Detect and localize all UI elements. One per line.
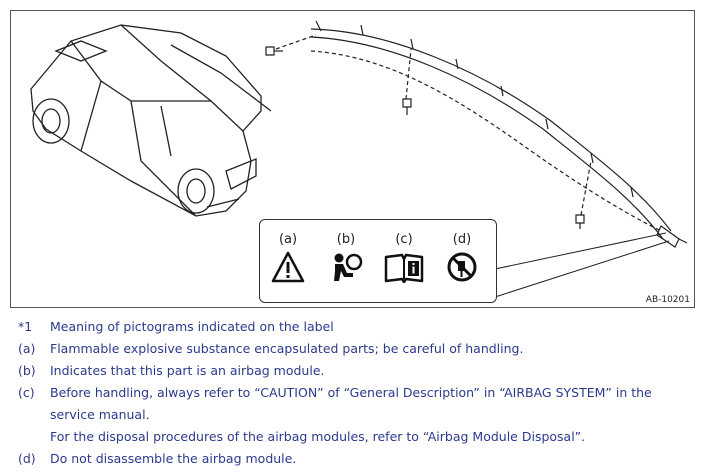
warning-triangle-icon <box>271 251 305 283</box>
note-row: (c) Before handling, always refer to “CA… <box>18 382 698 404</box>
note-text: Do not disassemble the airbag module. <box>50 451 297 466</box>
note-mark: (b) <box>18 363 36 378</box>
read-manual-icon <box>384 253 424 284</box>
note-row: *1 Meaning of pictograms indicated on th… <box>18 316 698 338</box>
note-mark: (a) <box>18 341 36 356</box>
airbag-figure: (a) (b) (c) <box>10 10 695 308</box>
do-not-disassemble-icon <box>447 252 477 282</box>
bolt-icons <box>265 46 585 229</box>
notes-list: *1 Meaning of pictograms indicated on th… <box>18 316 698 470</box>
note-row: For the disposal procedures of the airba… <box>18 426 698 448</box>
note-row: (d) Do not disassemble the airbag module… <box>18 448 698 470</box>
pictogram-label: (b) <box>336 232 356 247</box>
figure-id: AB-10201 <box>645 295 690 305</box>
airbag-module-icon <box>334 253 363 281</box>
note-mark: (c) <box>18 385 35 400</box>
pictogram-d: (d) <box>442 232 482 287</box>
pictogram-c: (c) <box>384 232 424 287</box>
note-text: For the disposal procedures of the airba… <box>50 429 586 444</box>
note-mark: *1 <box>18 319 33 334</box>
note-mark: (d) <box>18 451 36 466</box>
pictogram-legend: (a) (b) (c) <box>259 219 497 303</box>
pictogram-a: (a) <box>268 232 308 287</box>
note-text: Flammable explosive substance encapsulat… <box>50 341 524 356</box>
pictogram-label: (a) <box>278 232 298 247</box>
pictogram-b: (b) <box>326 232 366 287</box>
note-text: Indicates that this part is an airbag mo… <box>50 363 325 378</box>
curtain-airbag <box>275 20 688 248</box>
pictogram-label: (c) <box>395 232 413 247</box>
figure-drawing <box>30 20 688 298</box>
leader-lines <box>494 232 670 298</box>
note-row: service manual. <box>18 404 698 426</box>
note-text: Before handling, always refer to “CAUTIO… <box>50 385 652 400</box>
note-row: (b) Indicates that this part is an airba… <box>18 360 698 382</box>
note-text: service manual. <box>50 407 150 422</box>
car-illustration <box>30 24 272 217</box>
note-row: (a) Flammable explosive substance encaps… <box>18 338 698 360</box>
note-text: Meaning of pictograms indicated on the l… <box>50 319 334 334</box>
pictogram-label: (d) <box>452 232 472 247</box>
